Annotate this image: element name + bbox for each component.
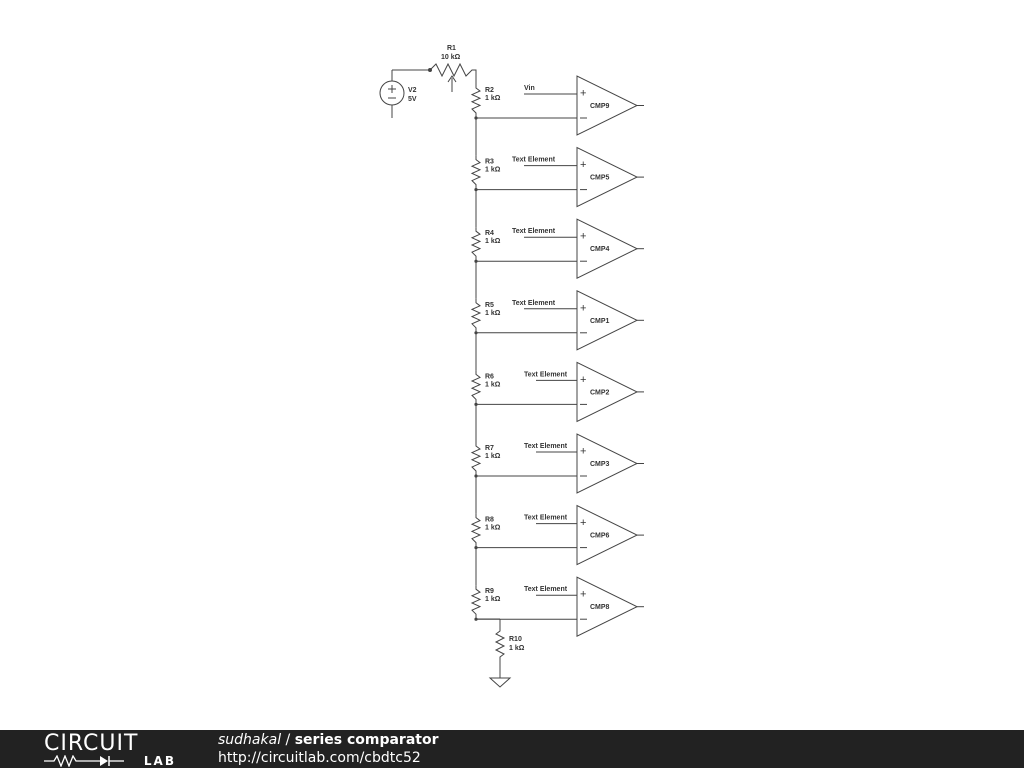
ladder-resistor-name: R7 (485, 445, 494, 452)
comparator-triangle (576, 433, 639, 494)
plus-sign: + (580, 589, 586, 601)
ladder-resistor-name: R2 (485, 87, 494, 94)
comparator-name: CMP9 (590, 103, 610, 110)
comparator-triangle (576, 361, 639, 423)
ladder-resistor (470, 370, 482, 405)
project-url-link[interactable]: http://circuitlab.com/cbdtc52 (218, 750, 421, 766)
r1-value: 10 kΩ (441, 54, 461, 61)
r10-name: R10 (509, 636, 522, 643)
ladder-resistor-name: R8 (485, 517, 494, 524)
comparator-triangle (576, 75, 639, 136)
comparator-input-label: Text Element (512, 228, 556, 235)
plus-sign: + (580, 88, 586, 100)
ladder-resistor-name: R9 (485, 588, 494, 595)
voltage-source-v2 (379, 69, 410, 118)
comparator-input-label: Text Element (524, 586, 568, 593)
comparator-input-label: Text Element (512, 157, 556, 164)
resistor-r10 (476, 618, 506, 678)
ladder-resistor-value: 1 kΩ (485, 95, 501, 102)
diode-wave-icon (44, 755, 124, 767)
r1-name: R1 (447, 45, 456, 52)
plus-sign: + (580, 517, 586, 529)
ladder-resistor-value: 1 kΩ (485, 167, 501, 174)
comparator: + CMP8 Text Element (476, 576, 644, 638)
comparator: + CMP5 Text Element (476, 146, 644, 208)
comparator-triangle (576, 289, 639, 351)
comparator: + CMP2 Text Element (476, 361, 644, 423)
author-name[interactable]: sudhakal (218, 732, 282, 748)
comparator-triangle (576, 146, 639, 208)
comparator-triangle (576, 576, 639, 638)
title-separator: / (281, 732, 295, 748)
comparator-name: CMP4 (590, 246, 610, 253)
ladder-resistor (470, 155, 482, 190)
ladder-resistor-value: 1 kΩ (485, 596, 501, 603)
plus-sign: + (580, 159, 586, 171)
comparator-triangle (576, 218, 639, 280)
comparator: + CMP1 Text Element (476, 289, 644, 351)
comparator: + CMP4 Text Element (476, 218, 644, 280)
comparator: + CMP3 Text Element (476, 433, 644, 494)
comparator-name: CMP1 (590, 318, 610, 325)
comparator: + CMP9 Vin (476, 75, 644, 136)
ladder-resistor-value: 1 kΩ (485, 453, 501, 460)
ladder-resistor (470, 442, 482, 476)
ladder-resistor (470, 84, 482, 118)
logo-text-circuit: CIRCUIT (44, 731, 139, 756)
comparator-name: CMP8 (590, 604, 610, 611)
project-name[interactable]: series comparator (294, 732, 439, 748)
v2-value: 5V (408, 96, 417, 103)
ladder-resistor-name: R4 (485, 230, 494, 237)
footer-bar: CIRCUIT LAB sudhakal / series comparator… (0, 730, 1024, 768)
ladder-resistor-value: 1 kΩ (485, 310, 501, 317)
comparator-input-label: Text Element (524, 371, 568, 378)
circuitlab-logo[interactable]: CIRCUIT LAB (44, 731, 176, 768)
plus-sign: + (580, 374, 586, 386)
ladder-resistor (470, 227, 482, 262)
comparator-name: CMP6 (590, 533, 610, 540)
comparator-input-label: Vin (524, 85, 535, 92)
ladder-resistor-name: R5 (485, 302, 494, 309)
ladder-resistor (470, 513, 482, 548)
comparator: + CMP6 Text Element (476, 504, 644, 566)
comparator-input-label: Text Element (512, 300, 556, 307)
ladder-resistor (470, 585, 482, 620)
comparator-name: CMP5 (590, 175, 610, 182)
plus-sign: + (580, 231, 586, 243)
logo-text-lab: LAB (143, 754, 176, 768)
ladder-resistor-name: R3 (485, 159, 494, 166)
comparator-input-label: Text Element (524, 515, 568, 522)
plus-sign: + (580, 446, 586, 458)
comparator-input-label: Text Element (524, 443, 568, 450)
ladder-resistor-value: 1 kΩ (485, 238, 501, 245)
v2-name: V2 (408, 87, 417, 94)
project-title: sudhakal / series comparator (218, 732, 439, 749)
plus-sign: + (580, 302, 586, 314)
ladder-resistor-value: 1 kΩ (485, 381, 501, 388)
comparator-triangle (576, 504, 639, 566)
r10-value: 1 kΩ (509, 645, 525, 652)
potentiometer-r1 (410, 62, 477, 92)
ladder-resistor (470, 298, 482, 333)
comparator-name: CMP2 (590, 389, 610, 396)
ladder-resistor-name: R6 (485, 373, 494, 380)
ground-icon (488, 677, 512, 688)
ladder-resistor-value: 1 kΩ (485, 525, 501, 532)
comparator-name: CMP3 (590, 461, 610, 468)
